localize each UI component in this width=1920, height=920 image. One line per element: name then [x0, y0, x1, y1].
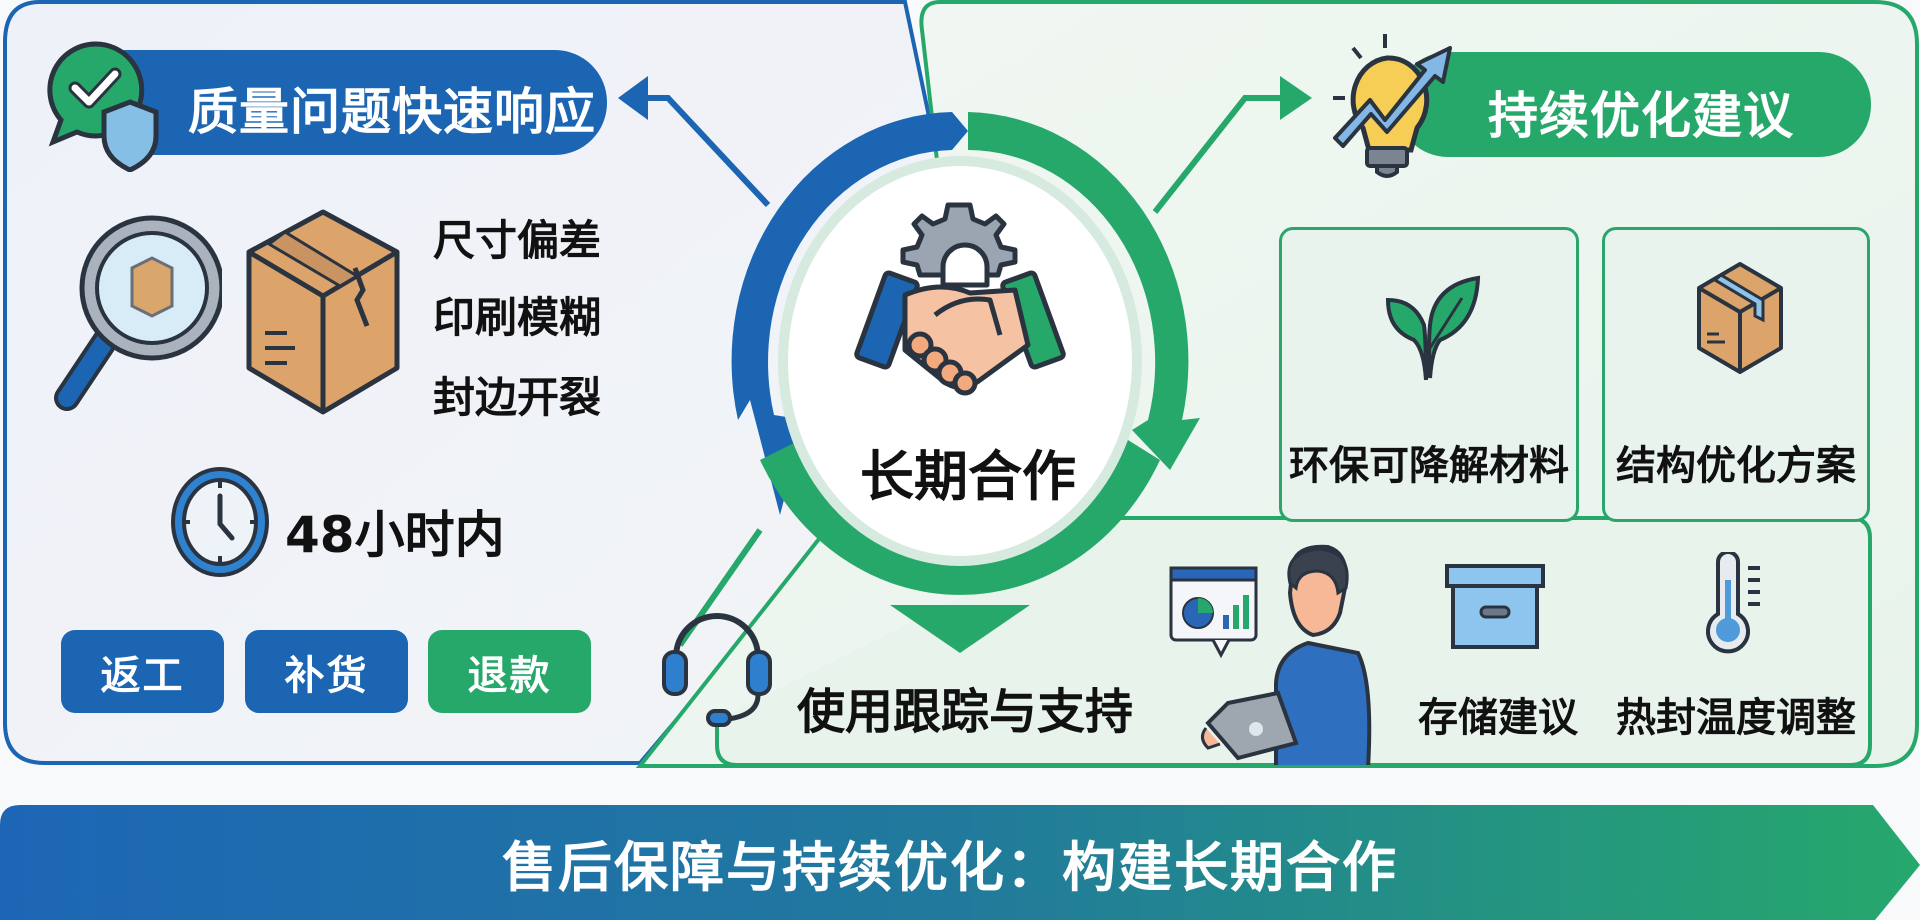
lightbulb-growth-icon — [1325, 30, 1455, 180]
left-panel-bg — [2, 0, 983, 765]
eco-material-card[interactable]: 环保可降解材料 — [1279, 227, 1579, 522]
storage-box-icon — [1445, 563, 1545, 653]
right-header-pill — [1396, 52, 1871, 157]
banner-title: 售后保障与持续优化：构建长期合作 — [502, 836, 1398, 899]
response-time-text: 48小时内 — [285, 506, 505, 564]
leaf-icon — [1384, 270, 1484, 385]
structure-optimization-card[interactable]: 结构优化方案 — [1602, 227, 1870, 522]
refund-button[interactable]: 退款 — [428, 630, 591, 713]
check-chat-shield-icon — [45, 40, 160, 172]
damaged-box-icon — [245, 208, 401, 416]
person-tablet-dashboard-icon — [1168, 543, 1373, 765]
restock-button[interactable]: 补货 — [245, 630, 408, 713]
rework-button[interactable]: 返工 — [61, 630, 224, 713]
right-arrowhead — [1280, 76, 1312, 120]
headset-icon — [662, 607, 772, 729]
support-item-label: 存储建议 — [1418, 695, 1578, 741]
handshake-gear-icon — [850, 195, 1070, 405]
central-cycle-ring — [731, 112, 1200, 653]
issue-item: 尺寸偏差 — [433, 216, 602, 265]
card-label: 结构优化方案 — [1616, 443, 1856, 489]
left-header-title: 质量问题快速响应 — [188, 83, 596, 141]
thermometer-icon — [1706, 552, 1766, 656]
right-connector — [1152, 95, 1290, 214]
clock-icon — [170, 466, 270, 578]
box-icon — [1695, 260, 1785, 375]
right-header-title: 持续优化建议 — [1488, 87, 1794, 145]
support-title: 使用跟踪与支持 — [797, 684, 1134, 740]
magnifier-box-icon — [47, 208, 222, 418]
issue-item: 印刷模糊 — [433, 293, 602, 342]
left-header-pill — [120, 50, 607, 155]
card-label: 环保可降解材料 — [1289, 443, 1569, 489]
issue-item: 封边开裂 — [433, 373, 602, 422]
left-arrowhead — [618, 76, 648, 120]
center-label: 长期合作 — [860, 445, 1076, 508]
banner-bg — [0, 805, 1920, 920]
support-item-label: 热封温度调整 — [1616, 695, 1856, 741]
